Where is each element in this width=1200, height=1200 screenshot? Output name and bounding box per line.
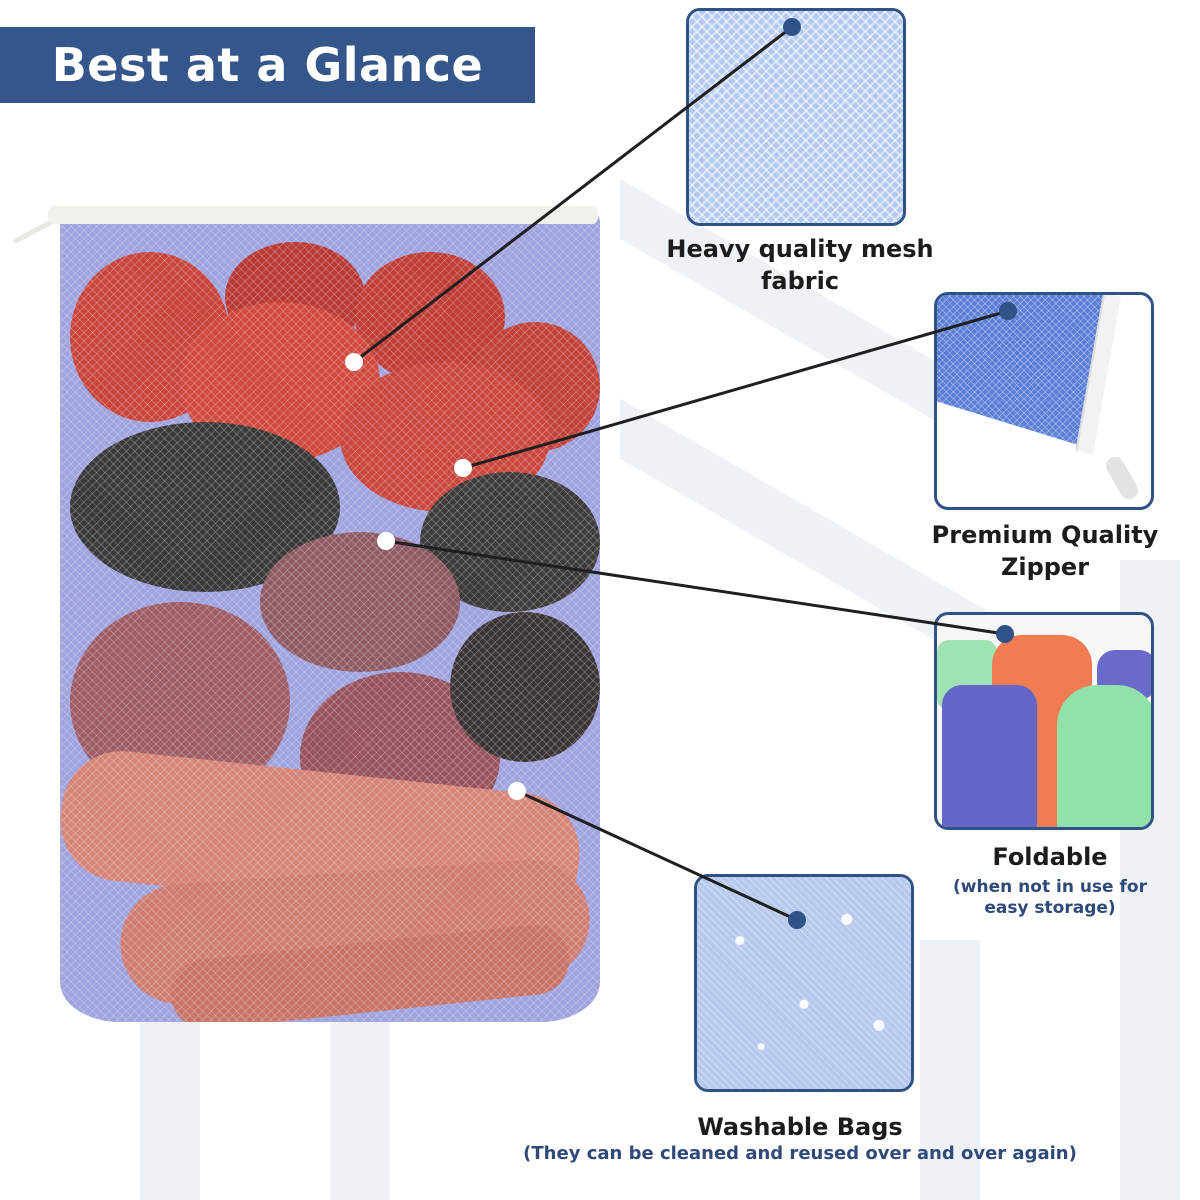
callout-dot-foldable bbox=[377, 532, 395, 550]
rolled-bag-purple bbox=[942, 685, 1037, 827]
feature-label-line: Foldable bbox=[992, 843, 1108, 871]
mesh-overlay bbox=[60, 212, 600, 1022]
background-pillar bbox=[920, 940, 980, 1200]
feature-label-zipper: Premium Quality Zipper bbox=[900, 519, 1190, 583]
feature-image-zipper bbox=[934, 292, 1154, 510]
callout-dot-mesh-end bbox=[783, 18, 801, 36]
callout-dot-washable bbox=[508, 782, 526, 800]
zipper-pull-icon bbox=[1102, 453, 1142, 503]
feature-label-line: Washable Bags bbox=[697, 1113, 903, 1141]
feature-label-mesh: Heavy quality mesh fabric bbox=[640, 233, 960, 297]
callout-dot-washable-end bbox=[788, 911, 806, 929]
callout-dot-foldable-end bbox=[996, 625, 1014, 643]
water-droplet-texture bbox=[697, 877, 911, 1089]
feature-image-foldable bbox=[934, 612, 1154, 830]
callout-dot-zipper-end bbox=[999, 302, 1017, 320]
feature-image-mesh bbox=[686, 8, 906, 226]
feature-sublabel-line: easy storage) bbox=[984, 898, 1116, 918]
title-banner: Best at a Glance bbox=[0, 27, 535, 103]
feature-sublabel-washable: (They can be cleaned and reused over and… bbox=[480, 1143, 1120, 1164]
rolled-bag-green bbox=[1057, 685, 1151, 827]
feature-label-foldable: Foldable bbox=[920, 841, 1180, 873]
callout-dot-mesh bbox=[345, 353, 363, 371]
feature-sublabel-line: (They can be cleaned and reused over and… bbox=[523, 1143, 1077, 1164]
feature-image-washable bbox=[694, 874, 914, 1092]
page-title: Best at a Glance bbox=[51, 38, 484, 92]
mesh-fabric-texture bbox=[689, 11, 903, 223]
feature-label-line: Zipper bbox=[1000, 553, 1090, 581]
feature-sublabel-foldable: (when not in use for easy storage) bbox=[920, 877, 1180, 919]
callout-dot-zipper bbox=[454, 459, 472, 477]
bag-zipper bbox=[48, 206, 598, 224]
feature-label-washable: Washable Bags bbox=[600, 1111, 1000, 1143]
feature-sublabel-line: (when not in use for bbox=[953, 877, 1147, 897]
feature-label-line: fabric bbox=[760, 267, 840, 295]
background-pillar bbox=[330, 1020, 390, 1200]
feature-label-line: Premium Quality bbox=[931, 521, 1159, 549]
onion bbox=[450, 612, 600, 762]
product-bag-image bbox=[60, 212, 600, 1022]
feature-label-line: Heavy quality mesh bbox=[666, 235, 934, 263]
